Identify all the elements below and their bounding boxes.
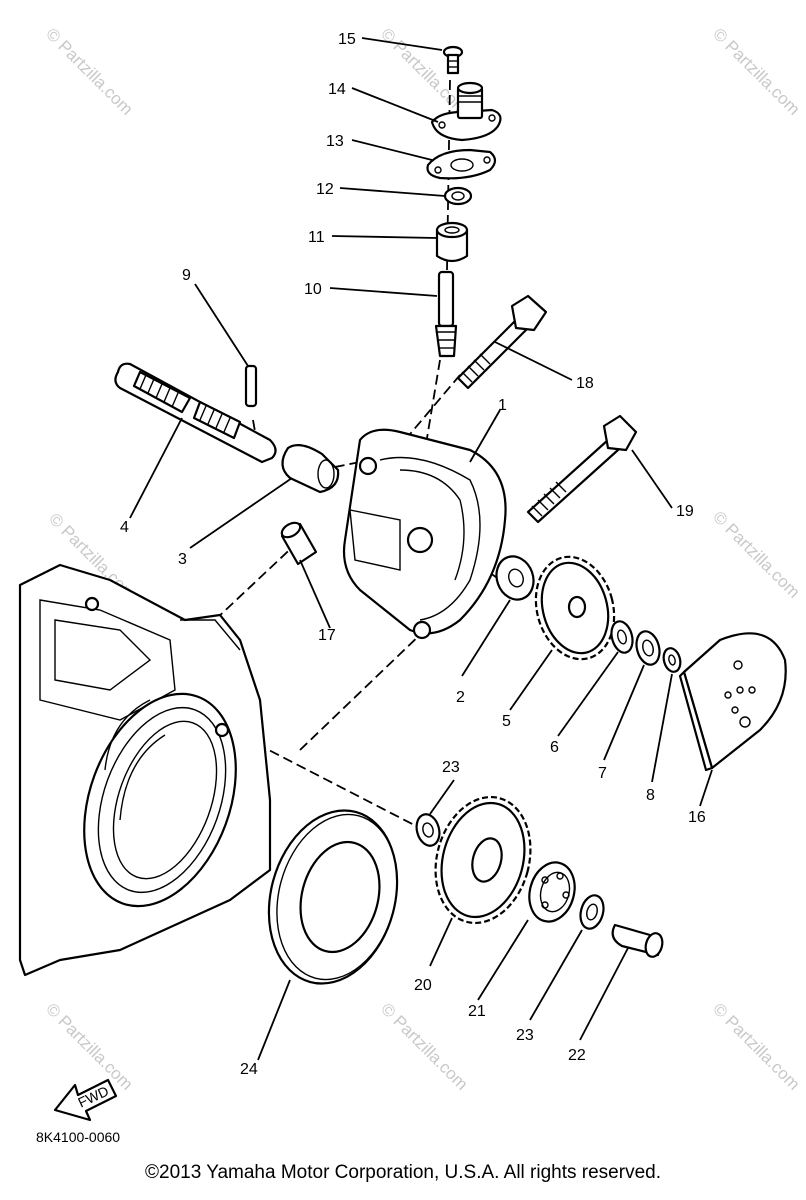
part-4-shaft xyxy=(114,362,277,464)
part-8-circlip xyxy=(662,647,682,673)
part-2-bearing xyxy=(495,555,535,601)
part-18-bolt xyxy=(456,294,548,390)
part-24-seal xyxy=(267,809,399,985)
callout-11: 11 xyxy=(308,229,325,246)
callout-15: 15 xyxy=(338,31,356,48)
watermark: © Partzilla.com xyxy=(42,24,136,118)
callout-17: 17 xyxy=(318,627,336,644)
part-13-gasket xyxy=(426,148,497,180)
parts-diagram: © Partzilla.com © Partzilla.com © Partzi… xyxy=(18,24,804,1145)
part-19-bolt xyxy=(526,414,638,524)
part-5-gear xyxy=(534,555,616,661)
part-9-pin xyxy=(244,364,258,408)
part-15-bolt xyxy=(442,45,464,75)
callout-10: 10 xyxy=(304,281,322,298)
callout-18: 18 xyxy=(576,375,594,392)
watermark: © Partzilla.com xyxy=(709,24,803,118)
crankcase xyxy=(18,563,272,977)
callout-9: 9 xyxy=(182,267,191,284)
watermark: © Partzilla.com xyxy=(709,507,803,601)
callout-4: 4 xyxy=(120,519,129,536)
part-11-bushing xyxy=(435,221,469,263)
callout-1: 1 xyxy=(498,397,507,414)
watermark: © Partzilla.com xyxy=(377,999,471,1093)
part-21-bearing xyxy=(528,861,576,923)
diagram-code: 8K4100-0060 xyxy=(36,1129,120,1145)
part-3-collar xyxy=(281,443,340,494)
callout-24: 24 xyxy=(240,1061,258,1078)
callout-labels: 15 14 13 12 11 10 9 18 1 19 4 3 17 2 5 6… xyxy=(120,31,706,1078)
watermark: © Partzilla.com xyxy=(709,999,803,1093)
callout-5: 5 xyxy=(502,713,511,730)
callout-12: 12 xyxy=(316,181,334,198)
part-1-cover xyxy=(342,428,507,640)
callout-16: 16 xyxy=(688,809,706,826)
part-23-washer-lower xyxy=(579,894,605,930)
callout-23-lower: 23 xyxy=(516,1027,534,1044)
part-17-dowel xyxy=(280,521,318,566)
part-6-washer xyxy=(610,620,634,654)
watermark: © Partzilla.com xyxy=(42,999,136,1093)
callout-21: 21 xyxy=(468,1003,486,1020)
part-23-washer-upper xyxy=(415,813,441,847)
callout-6: 6 xyxy=(550,739,559,756)
part-7-washer xyxy=(635,630,661,666)
callout-20: 20 xyxy=(414,977,432,994)
callout-22: 22 xyxy=(568,1047,586,1064)
callout-13: 13 xyxy=(326,133,344,150)
leader-lines xyxy=(129,37,713,1061)
callout-2: 2 xyxy=(456,689,465,706)
callout-8: 8 xyxy=(646,787,655,804)
callout-14: 14 xyxy=(328,81,346,98)
callout-23-upper: 23 xyxy=(442,759,460,776)
part-14-housing xyxy=(430,81,502,142)
callout-3: 3 xyxy=(178,551,187,568)
copyright-notice: ©2013 Yamaha Motor Corporation, U.S.A. A… xyxy=(145,1162,661,1183)
part-16-plate xyxy=(678,632,787,772)
callout-7: 7 xyxy=(598,765,607,782)
part-20-gear xyxy=(434,795,532,925)
fwd-arrow-icon: FWD xyxy=(53,1078,118,1122)
part-10-gear-shaft xyxy=(434,270,458,358)
part-22-collar xyxy=(611,923,664,958)
part-12-oil-seal xyxy=(443,186,473,206)
callout-19: 19 xyxy=(676,503,694,520)
